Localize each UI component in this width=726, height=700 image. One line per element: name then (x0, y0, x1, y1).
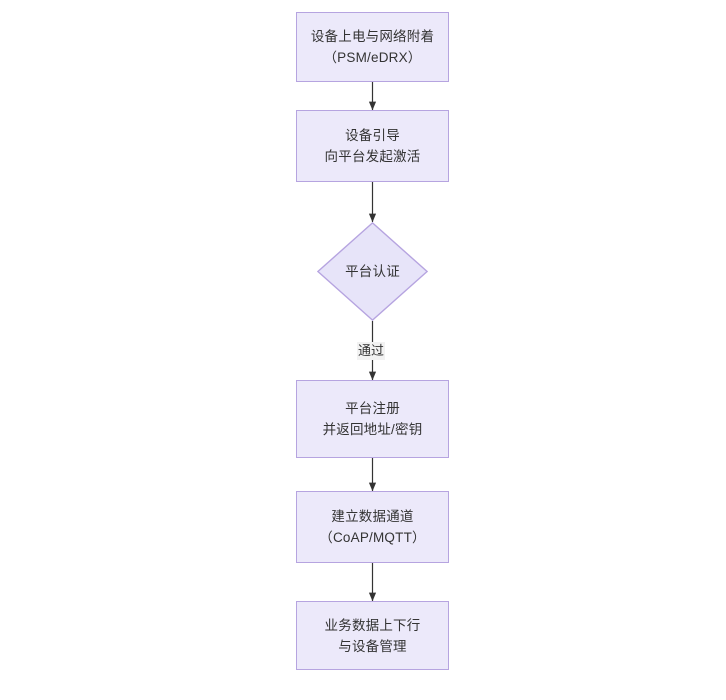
node-label-line: 平台认证 (345, 264, 400, 279)
edge-label-pass: 通过 (357, 342, 386, 360)
node-label-line: 业务数据上下行 (324, 617, 421, 633)
node-business-data[interactable]: 业务数据上下行 与设备管理 (296, 601, 449, 670)
node-platform-authentication[interactable]: 平台认证 (317, 222, 428, 321)
node-platform-registration[interactable]: 平台注册 并返回地址/密钥 (296, 380, 449, 458)
node-label-line: 建立数据通道 (331, 509, 414, 524)
node-label-line: （PSM/eDRX） (323, 50, 422, 65)
node-label-line: 设备引导 (345, 128, 400, 143)
node-data-channel[interactable]: 建立数据通道 （CoAP/MQTT） (296, 491, 449, 563)
node-label-line: 设备上电与网络附着 (310, 29, 435, 44)
node-label-line: 向平台发起激活 (324, 149, 421, 164)
node-label-line: （CoAP/MQTT） (319, 530, 426, 545)
node-label-line: 并返回地址/密钥 (322, 422, 423, 437)
node-device-bootstrap[interactable]: 设备引导 向平台发起激活 (296, 110, 449, 182)
node-label-line: 与设备管理 (338, 638, 407, 654)
node-device-power-on[interactable]: 设备上电与网络附着 （PSM/eDRX） (296, 12, 449, 82)
diamond-shape (317, 222, 428, 321)
node-label-line: 平台注册 (345, 401, 400, 416)
